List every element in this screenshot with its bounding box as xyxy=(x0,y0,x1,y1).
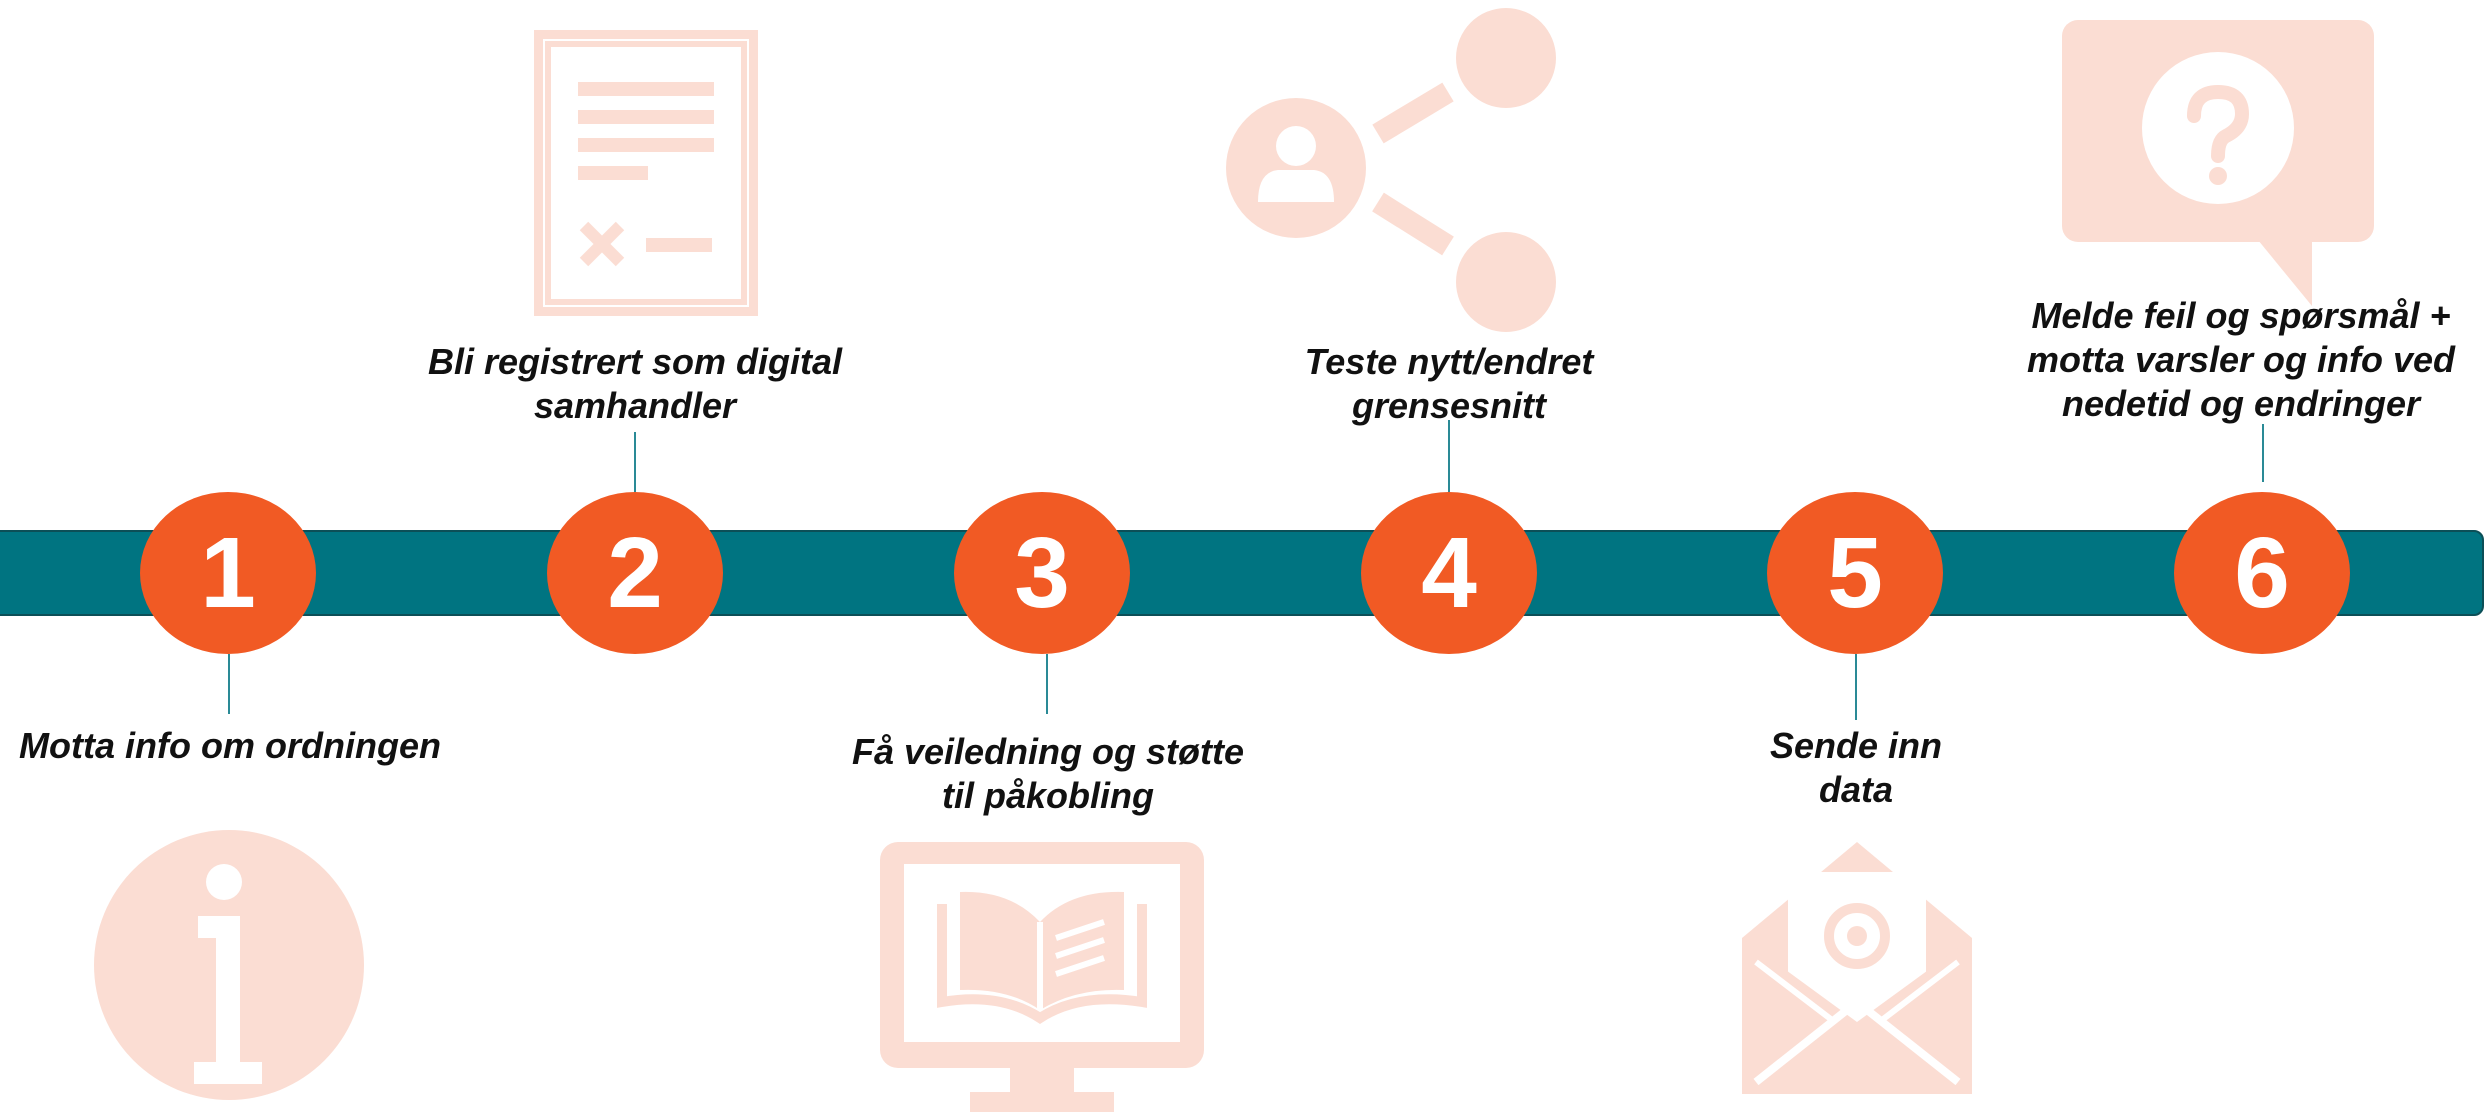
step-2-circle: 2 xyxy=(547,492,723,654)
step-6-label-line-3: nedetid og endringer xyxy=(2061,383,2420,424)
document-form-icon xyxy=(534,30,758,316)
step-3-label: Få veiledning og støtte til påkobling xyxy=(818,730,1278,818)
step-2-label: Bli registrert som digital samhandler xyxy=(405,340,865,428)
question-speech-bubble-icon xyxy=(2062,20,2374,306)
connector-5 xyxy=(1855,654,1857,720)
connector-2 xyxy=(634,432,636,492)
step-3-label-line-2: til påkobling xyxy=(942,775,1154,816)
step-5-circle: 5 xyxy=(1767,492,1943,654)
step-6-label-line-1: Melde feil og spørsmål + xyxy=(2031,295,2451,336)
connector-6 xyxy=(2262,424,2264,482)
step-6-label-line-2: motta varsler og info ved xyxy=(2026,339,2456,380)
share-network-icon xyxy=(1226,6,1562,336)
info-icon xyxy=(94,830,364,1100)
step-4-label-line-1: Teste nytt/endret xyxy=(1304,341,1594,382)
step-5-label-line-1: Sende inn xyxy=(1769,725,1943,766)
step-5-label-line-2: data xyxy=(1818,769,1894,810)
connector-1 xyxy=(228,654,230,714)
step-1-label: Motta info om ordningen xyxy=(0,724,460,768)
step-3-label-line-1: Få veiledning og støtte xyxy=(851,731,1245,772)
monitor-book-icon xyxy=(880,842,1204,1112)
step-6-circle: 6 xyxy=(2174,492,2350,654)
step-6-label: Melde feil og spørsmål + motta varsler o… xyxy=(2006,294,2476,426)
step-5-label: Sende inn data xyxy=(1656,724,2056,812)
step-4-label-line-2: grensesnitt xyxy=(1351,385,1547,426)
step-1-circle: 1 xyxy=(140,492,316,654)
connector-3 xyxy=(1046,654,1048,714)
step-2-label-line-2: samhandler xyxy=(533,385,737,426)
step-4-label: Teste nytt/endret grensesnitt xyxy=(1219,340,1679,428)
connector-4 xyxy=(1448,420,1450,492)
step-3-circle: 3 xyxy=(954,492,1130,654)
step-1-label-line-1: Motta info om ordningen xyxy=(19,725,441,766)
step-4-circle: 4 xyxy=(1361,492,1537,654)
email-envelope-icon xyxy=(1742,842,1972,1094)
step-2-label-line-1: Bli registrert som digital xyxy=(427,341,843,382)
timeline-bar xyxy=(0,530,2484,616)
